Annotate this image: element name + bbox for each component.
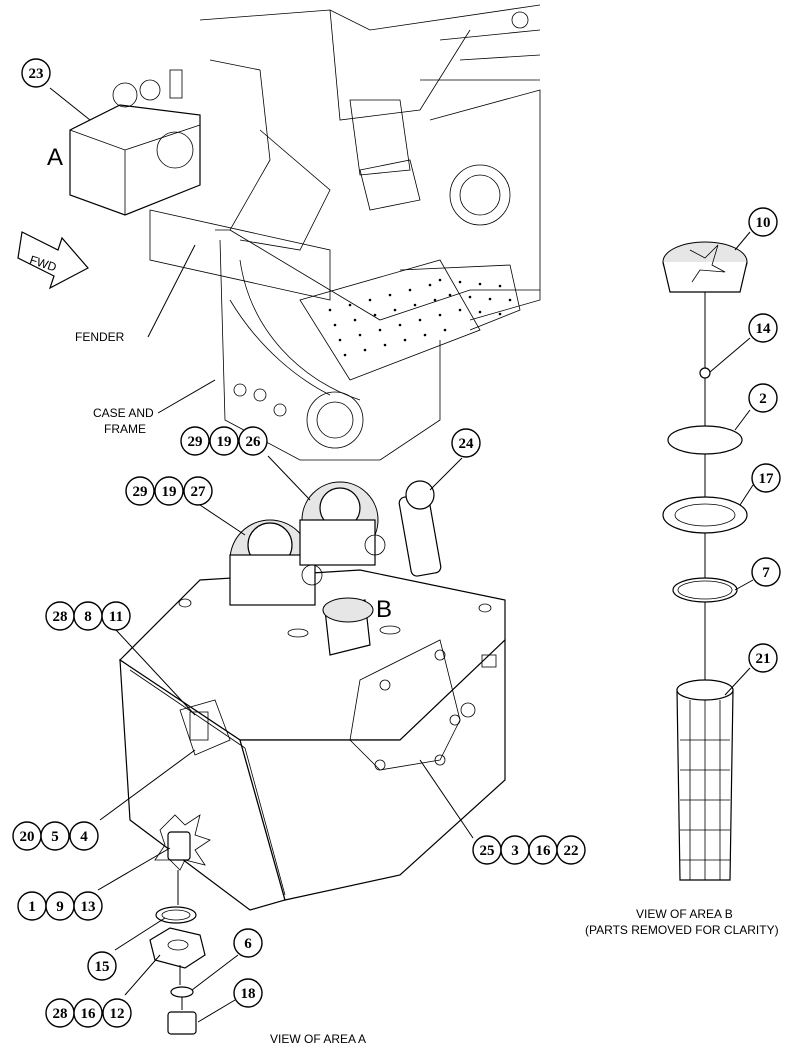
svg-text:1: 1 bbox=[28, 899, 36, 915]
callout-14: 14 bbox=[748, 313, 778, 343]
svg-text:6: 6 bbox=[244, 936, 252, 952]
hydraulic-tank bbox=[119, 480, 506, 911]
callout-8: 8 bbox=[73, 601, 103, 631]
forward-arrow-icon: FWD bbox=[17, 231, 89, 290]
view-area-a-caption: VIEW OF AREA A bbox=[270, 1032, 366, 1046]
svg-text:3: 3 bbox=[511, 843, 519, 859]
case-and-frame-label-line2: FRAME bbox=[104, 422, 146, 436]
view-area-b-caption: VIEW OF AREA B bbox=[636, 907, 733, 921]
callout-4: 4 bbox=[69, 821, 99, 851]
callout-25: 25 bbox=[472, 835, 502, 865]
callout-26: 26 bbox=[238, 426, 268, 456]
callout-18: 18 bbox=[233, 978, 263, 1008]
callout-27: 27 bbox=[183, 476, 213, 506]
svg-text:16: 16 bbox=[536, 843, 552, 859]
svg-text:21: 21 bbox=[756, 651, 771, 667]
callout-7: 7 bbox=[751, 557, 781, 587]
callout-16: 16 bbox=[73, 998, 103, 1028]
svg-text:26: 26 bbox=[246, 434, 262, 450]
area-b-label: B bbox=[376, 596, 392, 623]
svg-text:29: 29 bbox=[188, 434, 203, 450]
svg-text:23: 23 bbox=[29, 66, 44, 82]
svg-text:20: 20 bbox=[20, 829, 35, 845]
svg-text:12: 12 bbox=[110, 1006, 125, 1022]
svg-text:15: 15 bbox=[95, 959, 110, 975]
area-a-label: A bbox=[47, 144, 63, 171]
machine-frame bbox=[149, 4, 541, 461]
callout-10: 10 bbox=[748, 207, 778, 237]
svg-text:2: 2 bbox=[759, 391, 767, 407]
callout-17: 17 bbox=[751, 463, 781, 493]
fender-label: FENDER bbox=[75, 330, 125, 344]
hydraulic-tank-small bbox=[69, 69, 201, 216]
svg-text:19: 19 bbox=[162, 484, 177, 500]
view-area-b-subcaption: (PARTS REMOVED FOR CLARITY) bbox=[585, 923, 779, 937]
svg-text:22: 22 bbox=[564, 843, 579, 859]
callout-19: 19 bbox=[154, 476, 184, 506]
callout-11: 11 bbox=[101, 601, 131, 631]
callout-23: 23 bbox=[21, 58, 51, 88]
svg-text:27: 27 bbox=[191, 484, 207, 500]
callout-28: 28 bbox=[45, 601, 75, 631]
callout-28: 28 bbox=[45, 998, 75, 1028]
svg-text:29: 29 bbox=[133, 484, 148, 500]
callout-5: 5 bbox=[40, 821, 70, 851]
view-b-parts bbox=[662, 241, 748, 881]
callout-1: 1 bbox=[17, 891, 47, 921]
svg-text:13: 13 bbox=[81, 899, 96, 915]
svg-text:8: 8 bbox=[84, 609, 92, 625]
svg-text:25: 25 bbox=[480, 843, 495, 859]
callout-21: 21 bbox=[748, 643, 778, 673]
callout-20: 20 bbox=[12, 821, 42, 851]
leader-lines bbox=[49, 87, 754, 1023]
callout-29: 29 bbox=[125, 476, 155, 506]
svg-text:14: 14 bbox=[756, 321, 772, 337]
svg-text:17: 17 bbox=[759, 471, 775, 487]
callout-2: 2 bbox=[748, 383, 778, 413]
svg-text:5: 5 bbox=[51, 829, 59, 845]
svg-text:11: 11 bbox=[109, 609, 123, 625]
svg-text:18: 18 bbox=[241, 986, 256, 1002]
svg-text:28: 28 bbox=[53, 609, 68, 625]
callout-15: 15 bbox=[87, 951, 117, 981]
callout-22: 22 bbox=[556, 835, 586, 865]
callout-6: 6 bbox=[233, 928, 263, 958]
callout-13: 13 bbox=[73, 891, 103, 921]
svg-text:28: 28 bbox=[53, 1006, 68, 1022]
svg-text:4: 4 bbox=[80, 829, 88, 845]
callout-16: 16 bbox=[528, 835, 558, 865]
callout-24: 24 bbox=[451, 428, 481, 458]
svg-text:24: 24 bbox=[459, 436, 475, 452]
svg-text:16: 16 bbox=[81, 1006, 97, 1022]
callout-19: 19 bbox=[209, 426, 239, 456]
callout-29: 29 bbox=[180, 426, 210, 456]
callout-3: 3 bbox=[500, 835, 530, 865]
callout-12: 12 bbox=[102, 998, 132, 1028]
svg-text:19: 19 bbox=[217, 434, 232, 450]
svg-text:7: 7 bbox=[762, 565, 770, 581]
svg-text:10: 10 bbox=[756, 215, 771, 231]
callout-9: 9 bbox=[45, 891, 75, 921]
drain-assembly bbox=[149, 814, 211, 1035]
case-and-frame-label-line1: CASE AND bbox=[93, 406, 154, 420]
svg-text:9: 9 bbox=[56, 899, 64, 915]
